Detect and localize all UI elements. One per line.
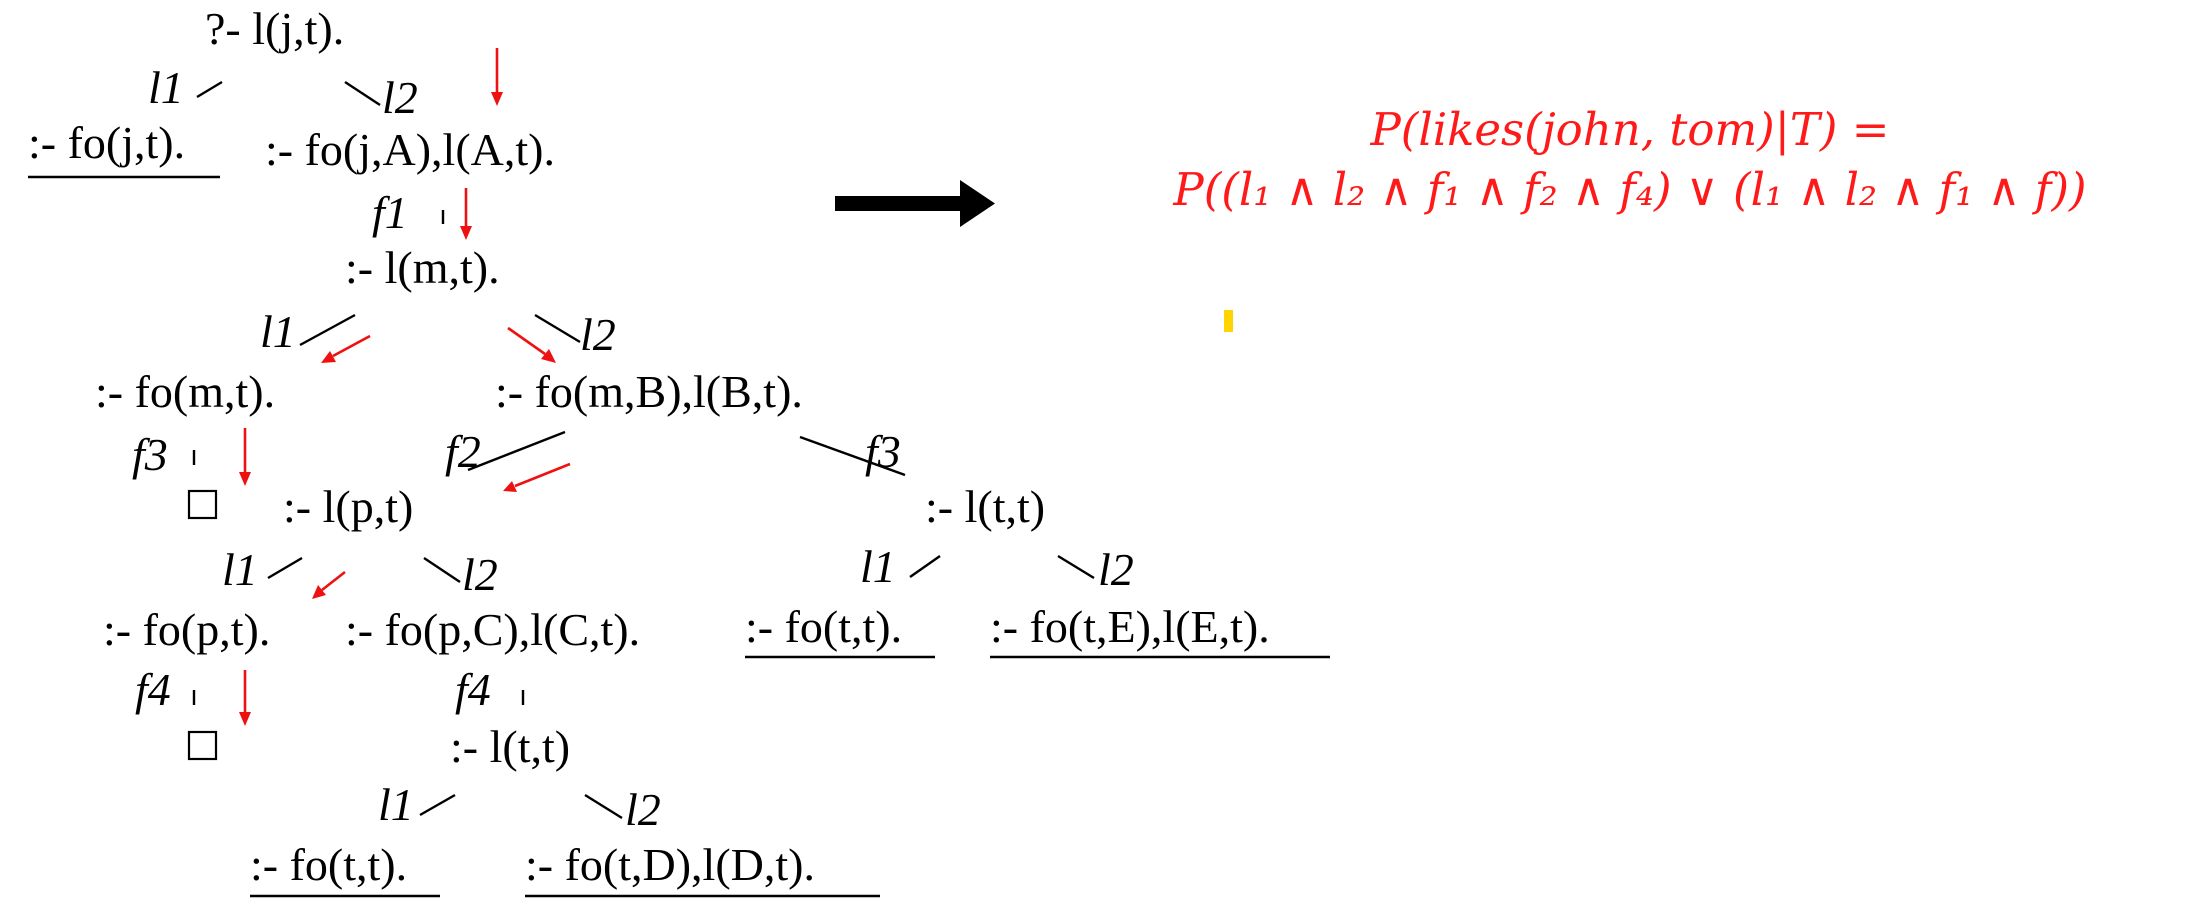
node-fo-p-t: :- fo(p,t). <box>103 604 270 655</box>
node-fo-t-D: :- fo(t,D),l(D,t). <box>525 839 815 890</box>
edge-label-f4: f4 <box>135 664 171 715</box>
node-l-p-t: :- l(p,t) <box>283 481 413 532</box>
branch-line <box>584 793 623 820</box>
edge-label-l1: l1 <box>860 541 896 592</box>
search-arrow <box>239 670 251 726</box>
edge-label-l2: l2 <box>580 309 616 360</box>
search-arrow <box>312 570 346 599</box>
node-fo-j-A: :- fo(j,A),l(A,t). <box>265 124 555 175</box>
search-arrow <box>491 48 503 106</box>
search-arrow <box>321 334 371 363</box>
node-fo-j-t: :- fo(j,t). <box>28 117 185 168</box>
edge-label-l2: l2 <box>382 72 418 123</box>
branch-line <box>909 555 941 578</box>
success-box <box>187 489 218 520</box>
node-fo-m-t: :- fo(m,t). <box>95 366 275 417</box>
success-box <box>187 730 218 761</box>
node-l-t-t-lower: :- l(t,t) <box>450 721 570 772</box>
branch-line <box>299 313 356 347</box>
edge-label-f4: f4 <box>455 664 491 715</box>
edge-label-f3: f3 <box>865 426 901 477</box>
node-l-t-t: :- l(t,t) <box>925 481 1045 532</box>
yellow-marker <box>1224 310 1233 332</box>
search-arrow <box>507 326 556 363</box>
node-fo-m-B: :- fo(m,B),l(B,t). <box>495 366 803 417</box>
branch-line <box>1057 554 1095 580</box>
edge-label-l2: l2 <box>625 784 661 835</box>
edge-label-f1: f1 <box>372 187 408 238</box>
edge-label-l1: l1 <box>222 544 258 595</box>
node-fo-p-C: :- fo(p,C),l(C,t). <box>345 604 640 655</box>
edge-label-f2: f2 <box>445 426 481 477</box>
implies-arrow <box>835 180 995 227</box>
branch-line <box>196 80 223 99</box>
search-arrow <box>460 188 472 240</box>
edge-label-l2: l2 <box>1098 544 1134 595</box>
node-fo-t-t-lower: :- fo(t,t). <box>250 839 407 890</box>
edge-label-l1: l1 <box>378 779 414 830</box>
node-fo-t-E: :- fo(t,E),l(E,t). <box>990 601 1270 652</box>
edge-label-l2: l2 <box>462 549 498 600</box>
node-fo-t-t: :- fo(t,t). <box>745 601 902 652</box>
edge-label-l1: l1 <box>260 306 296 357</box>
branch-line <box>423 557 461 583</box>
branch-line <box>419 793 456 817</box>
search-arrow <box>239 428 251 486</box>
formula-line-1: P(likes(john, tom)|T) = <box>1370 103 1890 156</box>
branch-line <box>799 435 906 477</box>
branch-line <box>267 556 303 580</box>
probability-formula: P(likes(john, tom)|T) = P((l₁ ∧ l₂ ∧ f₁ … <box>1050 100 2210 220</box>
search-arrow <box>503 462 571 492</box>
edge-label-l1: l1 <box>148 62 184 113</box>
root-query: ?- l(j,t). <box>205 3 344 54</box>
branch-line <box>344 80 381 107</box>
branch-line <box>467 430 566 472</box>
edge-label-f3: f3 <box>132 429 168 480</box>
formula-line-2: P((l₁ ∧ l₂ ∧ f₁ ∧ f₂ ∧ f₄) ∨ (l₁ ∧ l₂ ∧ … <box>1173 163 2087 216</box>
branch-line <box>534 313 581 344</box>
node-l-m-t: :- l(m,t). <box>345 242 500 293</box>
